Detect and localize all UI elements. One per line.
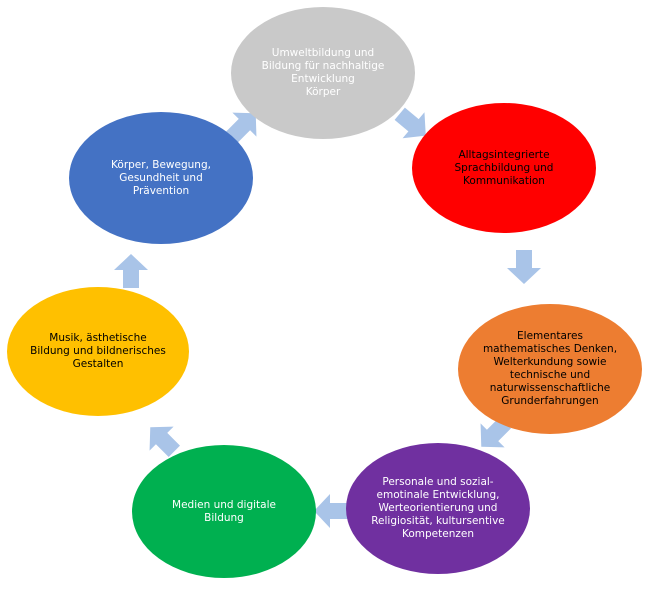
arrow-icon [507, 250, 541, 284]
node-label: Elementares mathematisches Denken, Welte… [482, 330, 618, 407]
arrow-icon [314, 494, 348, 528]
arrow-icon [114, 254, 148, 288]
node-label: Musik, ästhetische Bildung und bildneris… [30, 332, 166, 370]
node-label: Alltagsintegrierte Sprachbildung und Kom… [454, 148, 554, 187]
node-mathe: Elementares mathematisches Denken, Welte… [458, 304, 642, 434]
node-sprache: Alltagsintegrierte Sprachbildung und Kom… [412, 103, 596, 233]
node-label: Körper, Bewegung, Gesundheit und Prävent… [111, 158, 211, 197]
node-label: Umweltbildung und Bildung für nachhaltig… [261, 47, 385, 98]
node-label: Personale und sozial- emotinale Entwickl… [371, 476, 505, 540]
node-medien: Medien und digitale Bildung [132, 445, 316, 578]
arrow-icon [394, 107, 426, 139]
node-umwelt: Umweltbildung und Bildung für nachhaltig… [231, 7, 415, 139]
node-musik: Musik, ästhetische Bildung und bildneris… [7, 287, 189, 416]
node-personal: Personale und sozial- emotinale Entwickl… [346, 443, 530, 574]
node-label: Medien und digitale Bildung [172, 498, 276, 524]
arrow-icon [149, 426, 180, 457]
arrow-icon [226, 112, 257, 143]
node-koerper: Körper, Bewegung, Gesundheit und Prävent… [69, 112, 253, 244]
